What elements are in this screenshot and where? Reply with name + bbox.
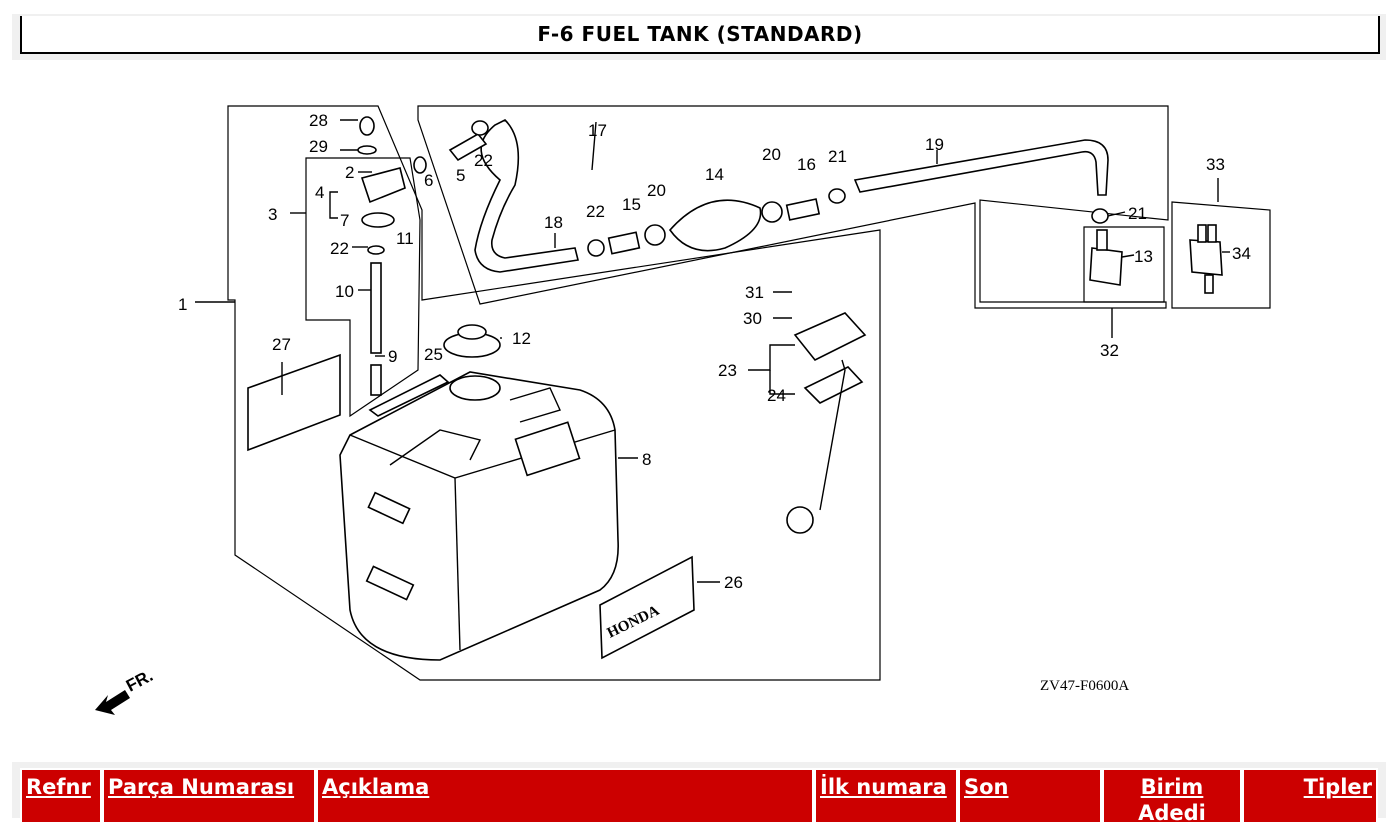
parts-diagram: HONDA — [95, 105, 1271, 715]
callout-26: 26 — [724, 573, 743, 592]
callout-4: 4 — [315, 183, 324, 202]
connector-13 — [1089, 229, 1123, 286]
page-title: F-6 FUEL TANK (STANDARD) — [20, 16, 1380, 54]
front-arrow-icon: FR. — [95, 666, 156, 715]
filler-cap-12 — [443, 324, 501, 358]
title-bar: F-6 FUEL TANK (STANDARD) — [12, 14, 1386, 60]
callout-12: 12 — [512, 329, 531, 348]
connector-34 — [1189, 224, 1223, 294]
col-types[interactable]: Tipler — [1242, 768, 1378, 824]
frame-connector-13 — [1083, 226, 1165, 303]
callout-34: 34 — [1232, 244, 1251, 263]
callout-2: 2 — [345, 163, 354, 182]
fuel-line — [413, 119, 1109, 273]
fuel-tank — [339, 371, 619, 661]
callout-8: 8 — [642, 450, 651, 469]
callout-27: 27 — [272, 335, 291, 354]
col-last[interactable]: Son — [958, 768, 1102, 824]
callout-22c: 22 — [330, 239, 349, 258]
callout-32: 32 — [1100, 341, 1119, 360]
callout-15: 15 — [622, 195, 641, 214]
front-label: FR. — [123, 666, 156, 696]
frame-tank-assembly — [227, 105, 881, 681]
callout-25: 25 — [424, 345, 443, 364]
callout-19: 19 — [925, 135, 944, 154]
callout-23: 23 — [718, 361, 737, 380]
callout-labels: 1 2 3 4 5 6 7 8 9 10 11 12 13 14 15 16 1… — [178, 111, 1251, 592]
callout-10: 10 — [335, 282, 354, 301]
callout-28: 28 — [309, 111, 328, 130]
callout-24: 24 — [767, 386, 786, 405]
callout-31: 31 — [745, 283, 764, 302]
fuel-cock — [357, 116, 406, 396]
callout-21a: 21 — [828, 147, 847, 166]
callout-13: 13 — [1134, 247, 1153, 266]
fuel-gauge — [786, 312, 867, 534]
callout-3: 3 — [268, 205, 277, 224]
callout-30: 30 — [743, 309, 762, 328]
callout-21b: 21 — [1128, 204, 1147, 223]
callout-20a: 20 — [647, 181, 666, 200]
callout-18: 18 — [544, 213, 563, 232]
callout-20b: 20 — [762, 145, 781, 164]
callout-11: 11 — [396, 229, 414, 248]
callout-33: 33 — [1206, 155, 1225, 174]
gasket-25 — [368, 374, 450, 417]
frame-connector-34 — [1171, 201, 1271, 309]
sticker-27 — [247, 353, 341, 452]
callout-6: 6 — [424, 171, 433, 190]
col-refnr[interactable]: Refnr — [20, 768, 102, 824]
diagram-code: ZV47-F0600A — [1040, 678, 1129, 694]
col-unit-qty[interactable]: Birim Adedi — [1102, 768, 1242, 824]
callout-17: 17 — [588, 121, 607, 140]
callout-5: 5 — [456, 166, 465, 185]
callout-9: 9 — [388, 347, 397, 366]
callout-14: 14 — [705, 165, 724, 184]
leader-lines — [195, 119, 1230, 583]
col-first-number[interactable]: İlk numara — [814, 768, 958, 824]
callout-22b: 22 — [586, 202, 605, 221]
callout-7: 7 — [340, 211, 349, 230]
callout-1: 1 — [178, 295, 187, 314]
frame-cock-assembly — [305, 157, 421, 418]
col-part-number[interactable]: Parça Numarası — [102, 768, 316, 824]
callout-16: 16 — [797, 155, 816, 174]
callout-22a: 22 — [474, 151, 493, 170]
col-description[interactable]: Açıklama — [316, 768, 814, 824]
callout-29: 29 — [309, 137, 328, 156]
parts-table-header: Refnr Parça Numarası Açıklama İlk numara… — [12, 762, 1386, 824]
frame-fuel-tube — [417, 105, 1169, 309]
